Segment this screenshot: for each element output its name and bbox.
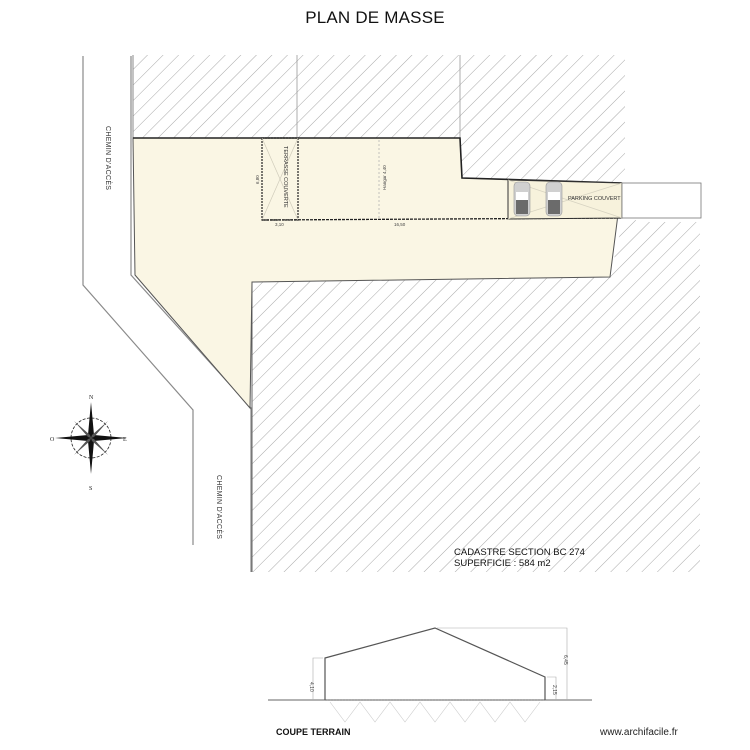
compass-north: N — [89, 395, 94, 401]
section-left-height: 4,10 — [308, 682, 314, 692]
cadastre-area: SUPERFICIE : 584 m2 — [454, 558, 551, 569]
road-label-bottom: CHEMIN D'ACCÈS — [215, 475, 222, 540]
page-title: PLAN DE MASSE — [305, 8, 445, 27]
terrace-label: TERRASSE COUVERTE — [282, 146, 288, 208]
access-road — [82, 56, 252, 572]
section-title: COUPE TERRAIN — [276, 727, 351, 737]
parking-label: PARKING COUVERT — [568, 196, 621, 202]
website-link[interactable]: www.archifacile.fr — [600, 727, 678, 738]
compass-west: O — [50, 437, 55, 443]
driveway — [621, 182, 702, 219]
car-icon — [545, 181, 563, 217]
road-label-top: CHEMIN D'ACCÈS — [104, 126, 111, 191]
hangar-label: Hangar 4,40 — [382, 165, 387, 190]
compass-rose-icon — [55, 402, 127, 474]
hangar-width-label: 16,50 — [394, 222, 406, 227]
terrace-width-label: 3,10 — [275, 222, 284, 227]
car-icon — [513, 181, 531, 217]
compass-south: S — [89, 486, 92, 492]
cadastre-section: CADASTRE SECTION BC 274 — [454, 547, 585, 558]
section-ridge-height: 6,45 — [562, 655, 568, 665]
section-right-height: 2,15 — [551, 685, 557, 695]
cadastre-info: CADASTRE SECTION BC 274 SUPERFICIE : 584… — [454, 547, 585, 569]
terrace-height-label: 6,80 — [255, 175, 260, 184]
covered-parking — [507, 179, 623, 220]
compass-east: E — [123, 437, 127, 443]
section-drawing — [268, 627, 592, 723]
neighbour-parcels — [132, 55, 700, 572]
